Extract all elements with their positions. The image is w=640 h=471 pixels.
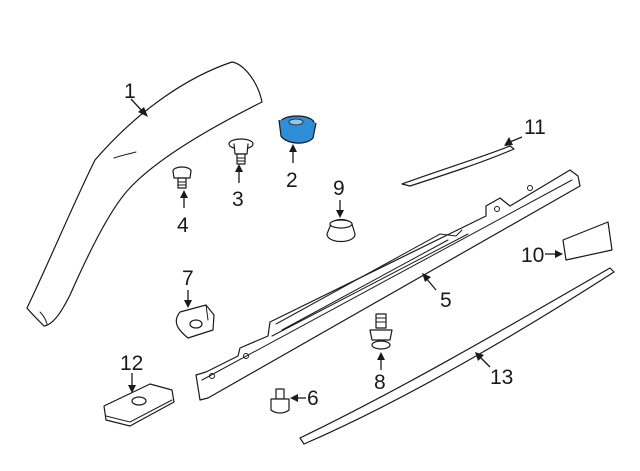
callout-2: 2 (286, 169, 298, 192)
leader-lines (128, 98, 563, 402)
part-5-sill-plate[interactable] (195, 169, 581, 401)
callout-7: 7 (182, 267, 194, 290)
part-9-grommet[interactable] (326, 218, 356, 243)
part-1-pillar-trim[interactable] (26, 61, 263, 327)
part-12-bracket[interactable] (103, 383, 175, 427)
callout-5: 5 (440, 289, 452, 312)
callout-8: 8 (374, 371, 386, 394)
callout-11: 11 (524, 116, 546, 139)
callout-1: 1 (124, 80, 136, 103)
callout-9: 9 (333, 177, 345, 200)
part-13-long-strip[interactable] (299, 267, 615, 445)
part-3-screw-washer[interactable] (228, 138, 254, 165)
part-6-bolt[interactable] (270, 388, 290, 414)
callout-3: 3 (232, 188, 244, 211)
callout-10: 10 (521, 244, 544, 267)
part-7-clip[interactable] (175, 304, 215, 339)
part-8-stud[interactable] (369, 313, 393, 350)
callout-13: 13 (490, 366, 513, 389)
callout-labels: 1 2 3 4 5 6 7 8 9 10 11 12 13 (120, 80, 546, 410)
part-11-strip[interactable] (401, 145, 515, 187)
part-2-clip-highlighted[interactable] (278, 115, 317, 144)
part-10-panel[interactable] (562, 221, 613, 261)
part-4-screw[interactable] (172, 166, 192, 189)
callout-6: 6 (307, 387, 319, 410)
callout-12: 12 (120, 352, 143, 375)
callout-4: 4 (177, 214, 189, 237)
